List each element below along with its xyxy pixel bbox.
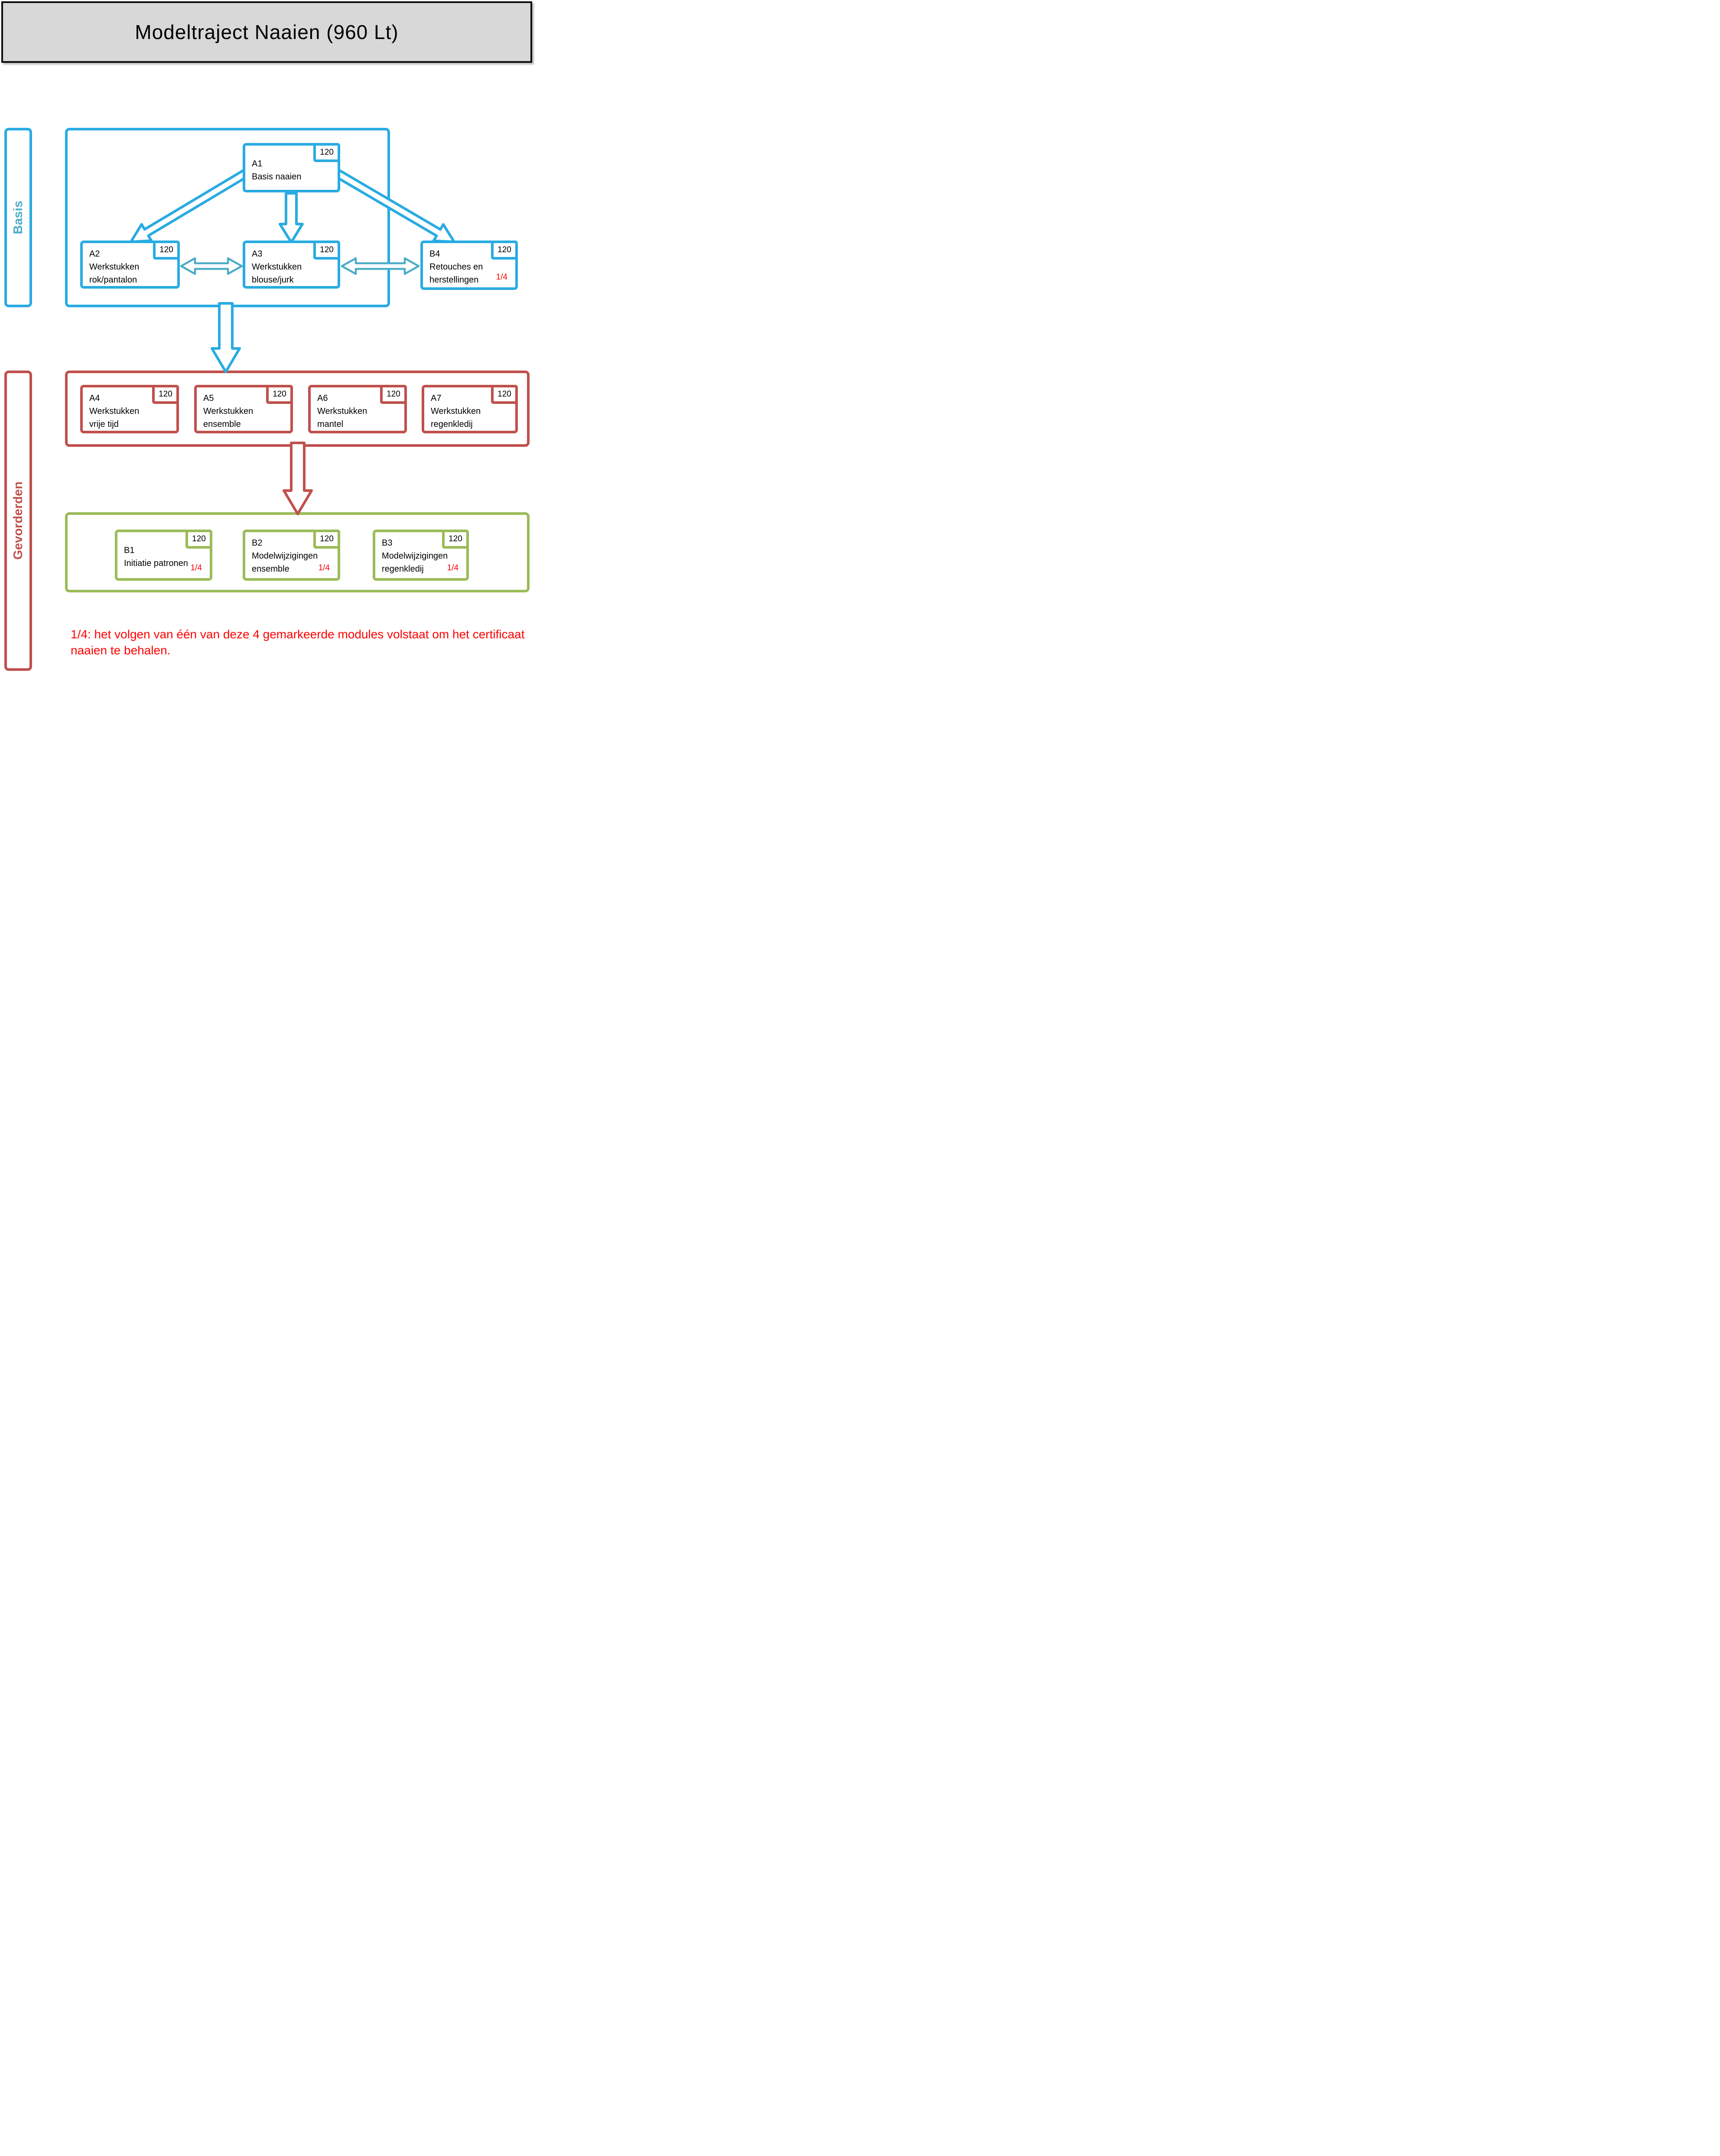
module-a1-hours-badge: 120 xyxy=(313,143,340,162)
modeltraject-diagram: Modeltraject Naaien (960 Lt) Basis Gevor… xyxy=(0,0,537,673)
module-b4-text: B4 Retouches en herstellingen xyxy=(423,243,515,286)
module-b1-text: B1 Initiatie patronen xyxy=(117,532,210,570)
module-a5-text: A5 Werkstukken ensemble xyxy=(197,387,290,431)
module-b1-name: Initiatie patronen xyxy=(124,559,188,568)
module-b3-name: Modelwijzigingen regenkledij xyxy=(382,551,448,574)
module-a1-text: A1 Basis naaien xyxy=(245,146,338,183)
module-a2: 120 A2 Werkstukken rok/pantalon xyxy=(80,241,180,289)
module-a5-name: Werkstukken ensemble xyxy=(203,406,254,429)
module-a2-code: A2 xyxy=(89,249,100,259)
module-a6: 120 A6 Werkstukken mantel xyxy=(308,385,407,433)
module-a4: 120 A4 Werkstukken vrije tijd xyxy=(80,385,179,433)
arrow-a3-b4-bidirectional xyxy=(341,257,420,275)
module-a7-text: A7 Werkstukken regenkledij xyxy=(424,387,515,431)
module-b3-code: B3 xyxy=(382,538,393,548)
track-gevorderden: Gevorderden xyxy=(4,371,32,671)
module-a7-hours-badge: 120 xyxy=(491,385,518,404)
module-a3: 120 A3 Werkstukken blouse/jurk xyxy=(243,241,340,289)
module-a6-text: A6 Werkstukken mantel xyxy=(311,387,404,431)
module-b4-name: Retouches en herstellingen xyxy=(429,262,483,285)
module-a2-hours-badge: 120 xyxy=(153,241,180,260)
module-a3-code: A3 xyxy=(252,249,263,259)
module-a4-code: A4 xyxy=(89,393,100,403)
arrow-a1-to-a2 xyxy=(130,168,250,243)
module-a3-text: A3 Werkstukken blouse/jurk xyxy=(245,243,338,286)
module-b4-hours-badge: 120 xyxy=(491,241,518,260)
module-b4-marker: 1/4 xyxy=(496,273,507,282)
title-bar: Modeltraject Naaien (960 Lt) xyxy=(1,1,532,63)
module-b2-hours-badge: 120 xyxy=(313,530,340,549)
module-a4-hours-badge: 120 xyxy=(152,385,179,404)
module-b1-code: B1 xyxy=(124,546,135,555)
module-b1-hours-badge: 120 xyxy=(185,530,212,549)
module-b1-marker: 1/4 xyxy=(190,563,202,572)
module-b3-hours-badge: 120 xyxy=(442,530,469,549)
module-b2: 120 B2 Modelwijzigingen ensemble 1/4 xyxy=(243,530,340,581)
module-a6-hours-badge: 120 xyxy=(380,385,407,404)
module-b2-marker: 1/4 xyxy=(318,563,330,572)
module-b2-name: Modelwijzigingen ensemble xyxy=(252,551,318,574)
module-b2-code: B2 xyxy=(252,538,263,548)
arrow-basis-to-gevorderden xyxy=(211,302,241,373)
module-b4: 120 B4 Retouches en herstellingen 1/4 xyxy=(420,241,518,290)
module-b4-code: B4 xyxy=(429,249,440,259)
module-a1: 120 A1 Basis naaien xyxy=(243,143,340,192)
module-a7: 120 A7 Werkstukken regenkledij xyxy=(422,385,518,433)
module-a4-text: A4 Werkstukken vrije tijd xyxy=(83,387,176,431)
arrow-a1-to-a3 xyxy=(279,192,304,244)
module-a5-code: A5 xyxy=(203,393,214,403)
module-a2-text: A2 Werkstukken rok/pantalon xyxy=(83,243,177,286)
module-a1-name: Basis naaien xyxy=(252,172,302,182)
module-b3-marker: 1/4 xyxy=(447,563,458,572)
module-b2-text: B2 Modelwijzigingen ensemble xyxy=(245,532,338,576)
page-title: Modeltraject Naaien (960 Lt) xyxy=(135,21,399,43)
module-a3-hours-badge: 120 xyxy=(313,241,340,260)
track-basis: Basis xyxy=(4,128,32,307)
module-a4-name: Werkstukken vrije tijd xyxy=(89,406,140,429)
arrow-gevorderden-to-certificaat xyxy=(283,442,313,515)
module-b1: 120 B1 Initiatie patronen 1/4 xyxy=(115,530,212,581)
module-a6-code: A6 xyxy=(317,393,328,403)
arrow-a1-to-b4 xyxy=(332,168,455,243)
footnote-certificate-rule: 1/4: het volgen van één van deze 4 gemar… xyxy=(71,628,525,657)
module-b3: 120 B3 Modelwijzigingen regenkledij 1/4 xyxy=(373,530,469,581)
module-a5-hours-badge: 120 xyxy=(266,385,293,404)
module-a7-name: Werkstukken regenkledij xyxy=(431,406,481,429)
arrow-a2-a3-bidirectional xyxy=(180,257,243,275)
module-a5: 120 A5 Werkstukken ensemble xyxy=(194,385,293,433)
module-a7-code: A7 xyxy=(431,393,442,403)
module-b3-text: B3 Modelwijzigingen regenkledij xyxy=(375,532,466,576)
module-a2-name: Werkstukken rok/pantalon xyxy=(89,262,140,285)
module-a3-name: Werkstukken blouse/jurk xyxy=(252,262,302,285)
module-a1-code: A1 xyxy=(252,159,263,169)
module-a6-name: Werkstukken mantel xyxy=(317,406,367,429)
